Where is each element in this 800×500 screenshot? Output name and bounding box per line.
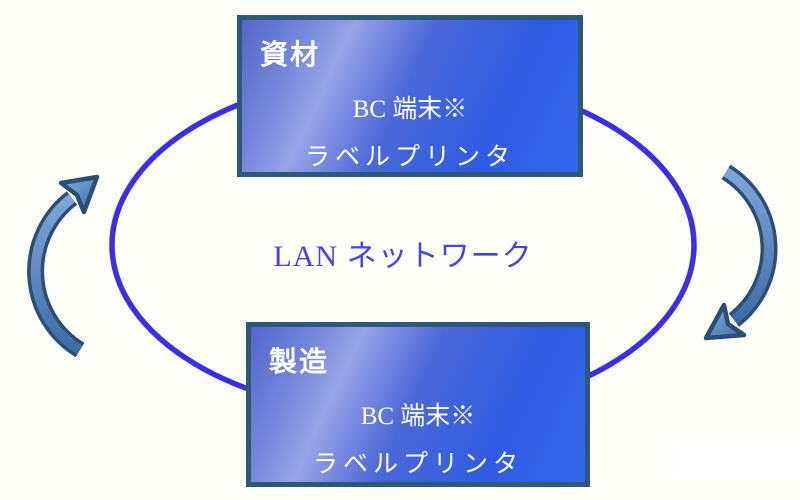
- node-manufacturing-title: 製造: [269, 346, 330, 377]
- background-white-patch: [672, 442, 800, 478]
- right-curved-arrow-icon: [703, 164, 778, 341]
- left-curved-arrow-icon: [27, 174, 100, 358]
- node-materials-box: 資材 BC 端末※ ラベルプリンタ: [237, 15, 583, 177]
- lan-network-label: LAN ネットワーク: [273, 240, 533, 273]
- node-materials-bc-terminal: BC 端末※: [352, 96, 468, 123]
- node-materials-label-printer: ラベルプリンタ: [304, 144, 515, 171]
- node-manufacturing-label-printer: ラベルプリンタ: [312, 451, 523, 478]
- node-manufacturing-box: 製造 BC 端末※ ラベルプリンタ: [246, 322, 590, 487]
- node-materials-title: 資材: [260, 39, 321, 70]
- node-manufacturing-bc-terminal: BC 端末※: [360, 403, 476, 430]
